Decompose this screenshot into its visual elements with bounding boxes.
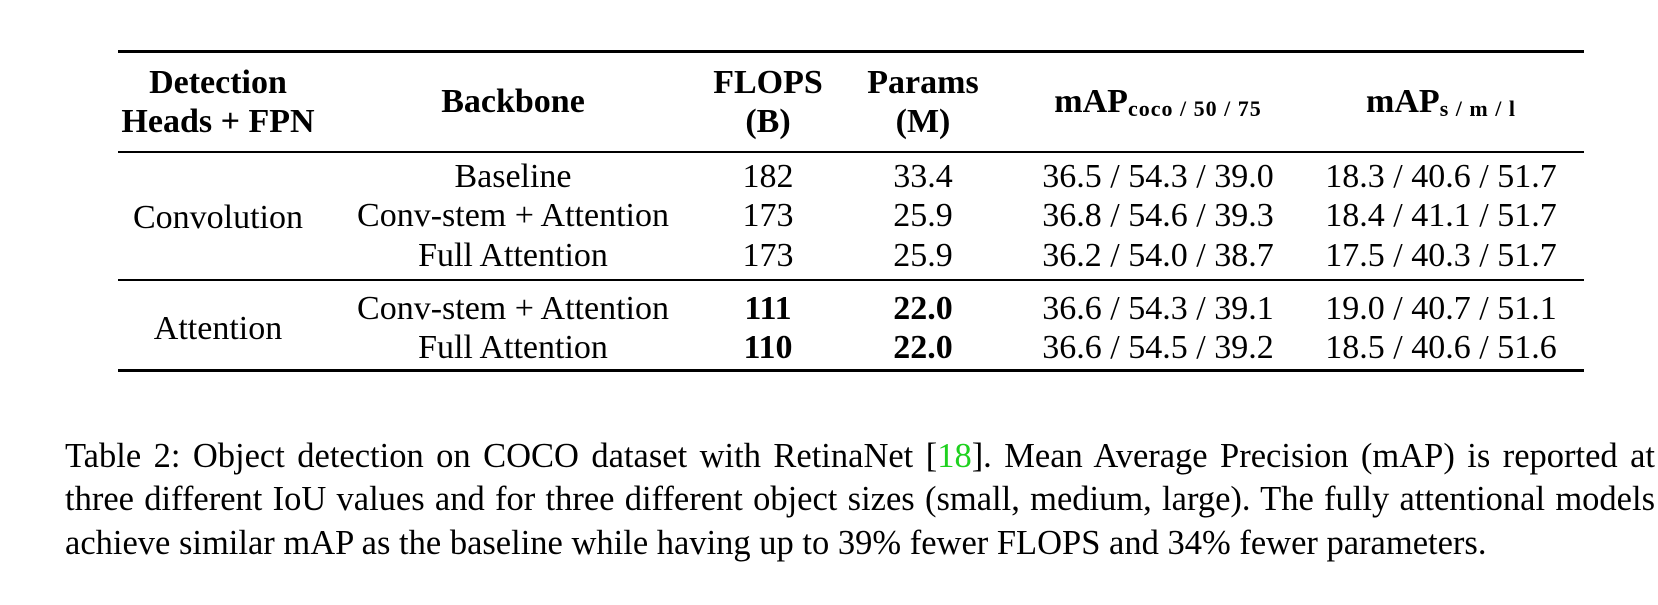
cell-backbone: Conv-stem + Attention [357, 289, 669, 327]
caption-text-after-ref: ]. Mean Average Precision (mAP) is repor… [65, 436, 1655, 562]
table-row: Full Attention 110 22.0 36.6 / 54.5 / 39… [118, 327, 1584, 372]
cell-map-sml: 19.0 / 40.7 / 51.1 [1325, 289, 1557, 327]
cell-map-coco: 36.8 / 54.6 / 39.3 [1042, 197, 1274, 235]
cell-params: 22.0 [893, 289, 953, 327]
cell-params: 22.0 [828, 327, 1018, 372]
table-row: Convolution Baseline 182 33.4 36.5 / 54.… [118, 151, 1584, 281]
table-header-row: Detection Heads + FPN Backbone FLOPS (B)… [118, 50, 1584, 153]
cell-backbone: Baseline [454, 157, 572, 195]
cell-flops: 111 [744, 289, 792, 327]
header-backbone: Backbone [318, 50, 708, 153]
group-label-convolution: Convolution [118, 151, 318, 281]
header-detection-heads-line2: Heads + FPN [121, 102, 315, 140]
header-flops-line2: (B) [745, 102, 791, 140]
header-map-coco-sub: coco / 50 / 75 [1127, 96, 1262, 122]
cell-params: 25.9 [893, 197, 953, 235]
cell-map-sml: 18.5 / 40.6 / 51.6 [1298, 327, 1584, 372]
results-table: Detection Heads + FPN Backbone FLOPS (B)… [118, 50, 1584, 372]
header-params: Params (M) [828, 50, 1018, 153]
cell-map-coco: 36.2 / 54.0 / 38.7 [1018, 235, 1298, 281]
header-map-sml-sub: s / m / l [1439, 96, 1516, 122]
cell-params: 25.9 [828, 235, 1018, 281]
caption-text-before-ref: Table 2: Object detection on COCO datase… [65, 436, 938, 475]
cell-flops: 173 [742, 197, 794, 235]
header-map-coco: mAPcoco / 50 / 75 [1018, 50, 1298, 153]
header-detection-heads: Detection Heads + FPN [118, 50, 318, 153]
cell-map-sml: 18.3 / 40.6 / 51.7 [1325, 157, 1557, 195]
cell-flops: 173 [708, 235, 828, 281]
header-map-sml: mAPs / m / l [1298, 50, 1584, 153]
header-params-line1: Params [867, 63, 979, 101]
cell-flops: 110 [708, 327, 828, 372]
results-table-container: Detection Heads + FPN Backbone FLOPS (B)… [118, 50, 1584, 372]
cell-map-coco: 36.6 / 54.5 / 39.2 [1018, 327, 1298, 372]
cell-backbone: Full Attention [318, 327, 708, 372]
cell-backbone: Full Attention [318, 235, 708, 281]
cell-map-sml: 18.4 / 41.1 / 51.7 [1325, 197, 1557, 235]
cell-map-sml: 17.5 / 40.3 / 51.7 [1298, 235, 1584, 281]
cell-map-coco: 36.6 / 54.3 / 39.1 [1042, 289, 1274, 327]
table-row: Full Attention 173 25.9 36.2 / 54.0 / 38… [118, 235, 1584, 281]
header-map-coco-main: mAP [1054, 83, 1128, 121]
header-flops: FLOPS (B) [708, 50, 828, 153]
header-params-line2: (M) [895, 102, 951, 140]
group-label-attention: Attention [118, 279, 318, 372]
cell-params: 33.4 [893, 157, 953, 195]
header-map-sml-main: mAP [1366, 83, 1440, 121]
header-flops-line1: FLOPS [713, 63, 823, 101]
citation-link[interactable]: 18 [937, 436, 972, 475]
table-row: Conv-stem + Attention 173 25.9 36.8 / 54… [118, 196, 1584, 236]
cell-backbone: Conv-stem + Attention [357, 197, 669, 235]
table-caption: Table 2: Object detection on COCO datase… [65, 435, 1655, 566]
cell-flops: 182 [742, 157, 794, 195]
cell-map-coco: 36.5 / 54.3 / 39.0 [1042, 157, 1274, 195]
header-detection-heads-line1: Detection [149, 63, 287, 101]
table-row: Attention Conv-stem + Attention 111 22.0… [118, 279, 1584, 372]
